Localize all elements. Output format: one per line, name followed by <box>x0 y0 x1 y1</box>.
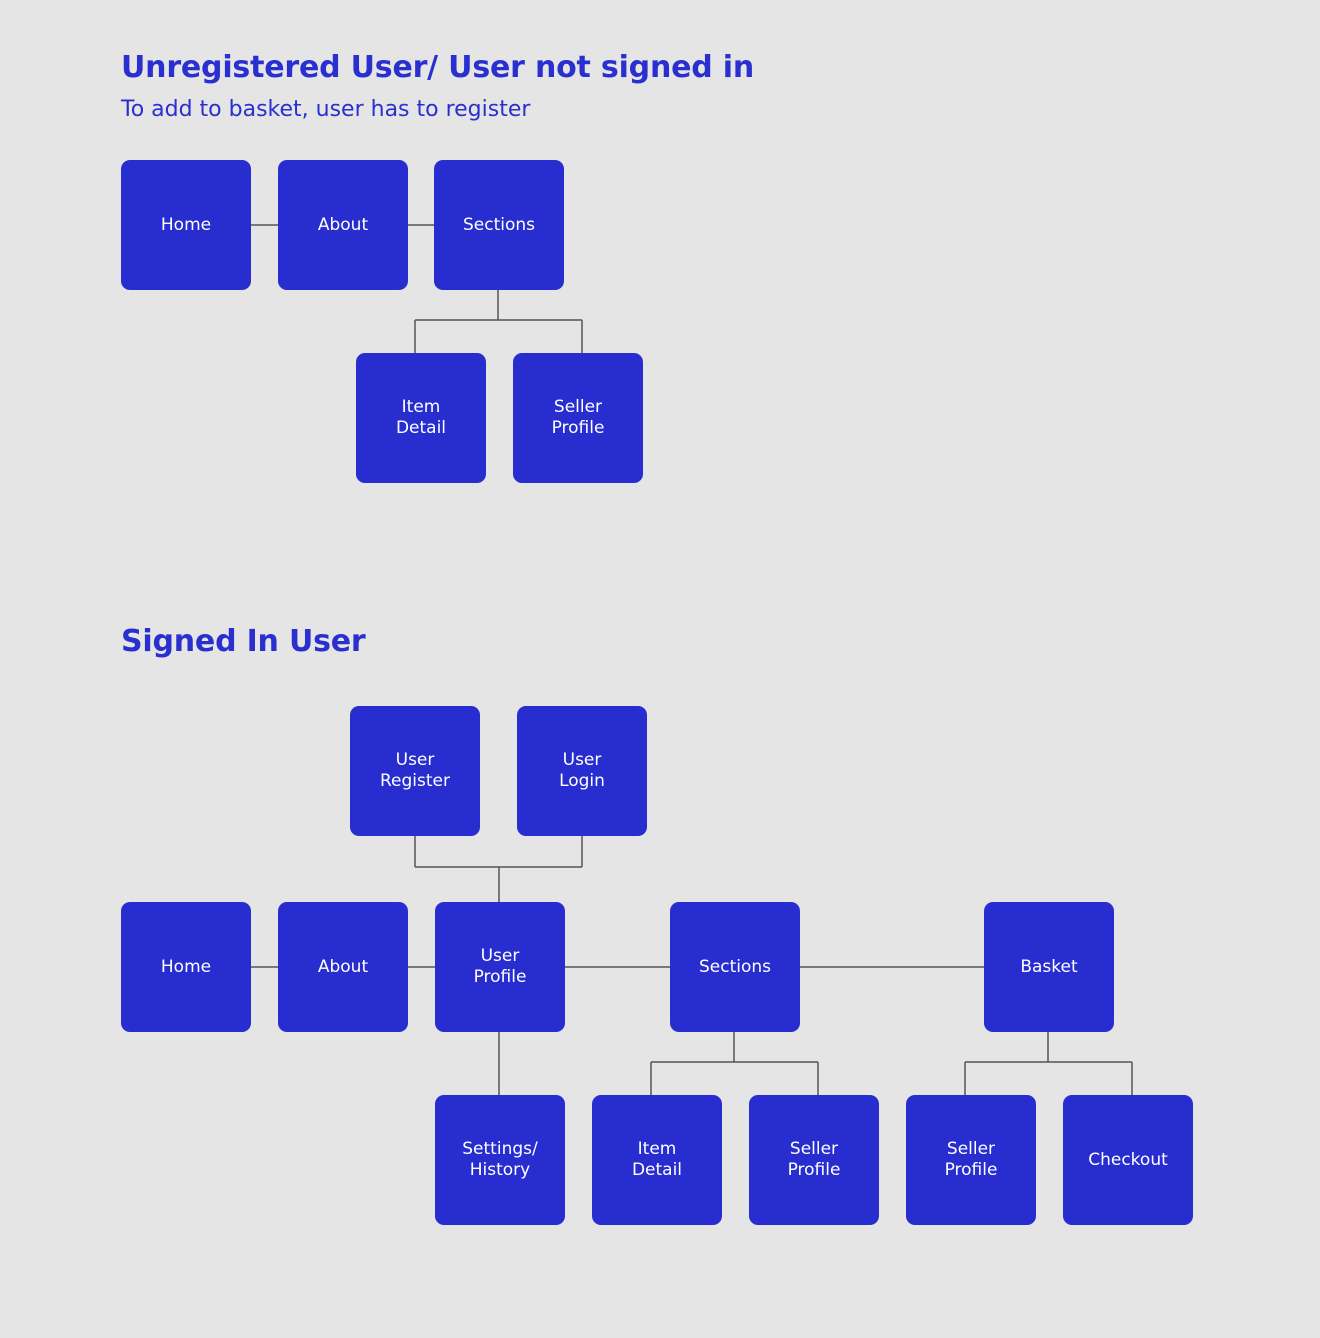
unregistered-section-subtitle: To add to basket, user has to register <box>121 97 531 122</box>
node-item-detail-signed-in[interactable]: Item Detail <box>592 1095 722 1225</box>
node-settings-history[interactable]: Settings/ History <box>435 1095 565 1225</box>
node-about-signed-in[interactable]: About <box>278 902 408 1032</box>
node-sections[interactable]: Sections <box>434 160 564 290</box>
node-about-label: About <box>317 214 369 235</box>
node-home[interactable]: Home <box>121 160 251 290</box>
node-sections-label: Sections <box>462 214 536 235</box>
node-checkout-label: Checkout <box>1088 1149 1168 1170</box>
node-item-detail-signed-in-label: Item Detail <box>631 1139 683 1180</box>
node-user-login[interactable]: User Login <box>517 706 647 836</box>
node-item-detail-label: Item Detail <box>395 397 447 438</box>
node-seller-profile[interactable]: Seller Profile <box>513 353 643 483</box>
node-home-signed-in[interactable]: Home <box>121 902 251 1032</box>
node-basket-seller-profile[interactable]: Seller Profile <box>906 1095 1036 1225</box>
node-user-register-label: User Register <box>380 750 450 791</box>
node-basket[interactable]: Basket <box>984 902 1114 1032</box>
node-seller-profile-signed-in[interactable]: Seller Profile <box>749 1095 879 1225</box>
unregistered-section-title: Unregistered User/ User not signed in <box>121 50 755 85</box>
node-user-profile-label: User Profile <box>473 946 527 987</box>
node-home-label: Home <box>160 214 212 235</box>
node-user-profile[interactable]: User Profile <box>435 902 565 1032</box>
node-about-signed-in-label: About <box>317 956 369 977</box>
node-home-signed-in-label: Home <box>160 956 212 977</box>
node-checkout[interactable]: Checkout <box>1063 1095 1193 1225</box>
node-sections-signed-in-label: Sections <box>698 956 772 977</box>
node-settings-history-label: Settings/ History <box>462 1139 538 1180</box>
node-seller-profile-signed-in-label: Seller Profile <box>787 1139 841 1180</box>
node-sections-signed-in[interactable]: Sections <box>670 902 800 1032</box>
signed-in-section-title: Signed In User <box>121 624 366 659</box>
node-user-login-label: User Login <box>559 750 605 791</box>
node-about[interactable]: About <box>278 160 408 290</box>
node-seller-profile-label: Seller Profile <box>551 397 605 438</box>
node-basket-label: Basket <box>1020 956 1078 977</box>
node-basket-seller-profile-label: Seller Profile <box>944 1139 998 1180</box>
node-user-register[interactable]: User Register <box>350 706 480 836</box>
node-item-detail[interactable]: Item Detail <box>356 353 486 483</box>
